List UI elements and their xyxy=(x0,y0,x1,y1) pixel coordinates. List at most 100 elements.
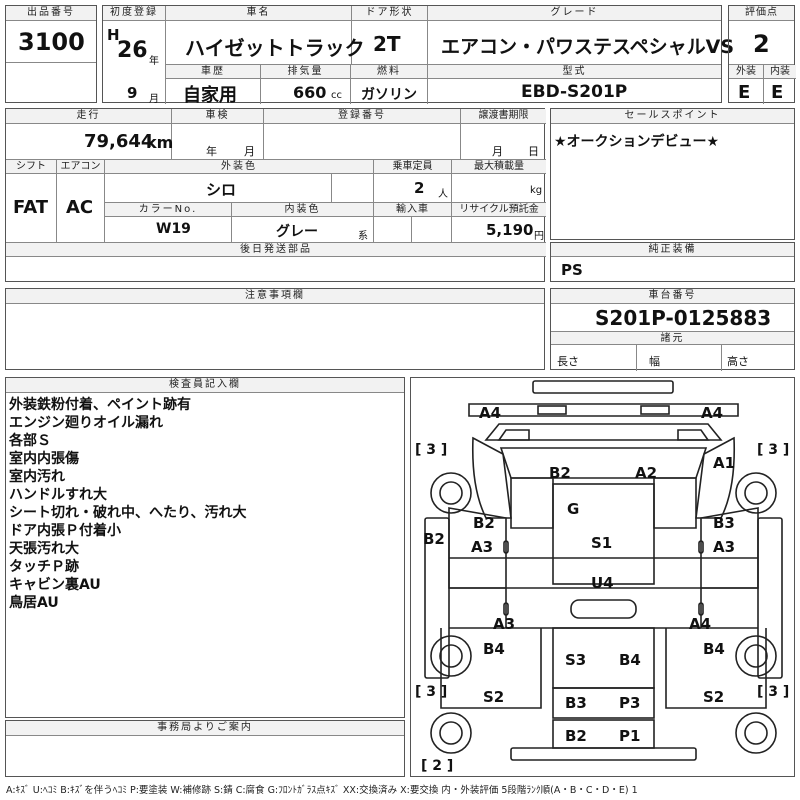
mark-g: G xyxy=(567,500,580,518)
mileage-label: 走行 xyxy=(6,109,171,124)
reg-no-label: 登録番号 xyxy=(263,109,460,124)
mark-b2-rear: B2 xyxy=(565,727,587,745)
sales-point-label: セールスポイント xyxy=(551,109,794,124)
mileage-unit: km xyxy=(146,133,174,152)
mark-s2-left: S2 xyxy=(483,688,505,706)
car-name: ハイゼットトラック xyxy=(185,36,365,60)
mark-b2-left-door: B2 xyxy=(473,514,495,532)
genuine-text: PS xyxy=(561,261,583,279)
model-label: 型式 xyxy=(428,65,721,79)
tire-rear-right: [ 3 ] xyxy=(757,684,790,700)
inspector-line: 天張汚れ大 xyxy=(9,541,79,557)
inspector-line: ハンドルすれ大 xyxy=(9,487,107,503)
score-box: 評価点 2 外装 内装 E E xyxy=(728,5,796,104)
office-box: 事務局よりご案内 xyxy=(5,720,405,777)
shift: FAT xyxy=(13,197,49,218)
displacement-unit: cc xyxy=(331,90,342,101)
recycle-amount: 5,190 xyxy=(486,221,534,239)
mark-p3: P3 xyxy=(619,694,641,712)
ac-label: エアコン xyxy=(56,160,104,174)
interior-grade: E xyxy=(771,82,784,103)
height-label: 高さ xyxy=(727,355,749,368)
notes-box: 注意事項欄 xyxy=(5,288,545,370)
color-no-label: カラーNo. xyxy=(105,203,231,217)
tire-rear-left: [ 3 ] xyxy=(415,684,448,700)
era: H xyxy=(107,26,120,44)
mark-a4-right: A4 xyxy=(701,404,724,422)
fuel-label: 燃料 xyxy=(350,65,427,79)
mark-b3-rear: B3 xyxy=(565,694,587,712)
first-reg-label: 初度登録 xyxy=(103,6,165,21)
recycle-unit: 円 xyxy=(534,231,544,242)
dims-label: 諸元 xyxy=(551,331,794,345)
inspector-line: キャビン裏AU xyxy=(9,577,101,593)
mark-s1: S1 xyxy=(591,534,613,552)
mark-b2-top: B2 xyxy=(549,464,571,482)
int-color-label: 内装色 xyxy=(231,203,373,217)
inspector-line: タッチＰ跡 xyxy=(9,559,79,575)
later-parts-label: 後日発送部品 xyxy=(6,243,546,257)
capacity-unit: 人 xyxy=(438,189,448,200)
inspector-line: 外装鉄粉付着、ペイント跡有 xyxy=(9,397,191,413)
mark-s2-right: S2 xyxy=(703,688,725,706)
displacement: 660 xyxy=(293,83,327,102)
chassis-number: S201P-0125883 xyxy=(595,306,772,330)
shift-label: シフト xyxy=(6,160,56,174)
inspector-line: 各部Ｓ xyxy=(9,433,51,449)
mark-p1: P1 xyxy=(619,727,641,745)
inspector-label: 検査員記入欄 xyxy=(6,378,404,393)
first-reg-month: 9 xyxy=(127,84,138,102)
mark-a1: A1 xyxy=(713,454,736,472)
max-load-label: 最大積載量 xyxy=(451,160,546,174)
ext-color-label: 外装色 xyxy=(104,160,373,174)
length-label: 長さ xyxy=(557,355,579,368)
mark-a3-left-door: A3 xyxy=(471,538,494,556)
exterior-grade: E xyxy=(738,82,751,103)
inspector-line: ドア内張Ｐ付着小 xyxy=(9,523,121,539)
car-name-label: 車名 xyxy=(165,6,351,21)
capacity: 2 xyxy=(414,179,425,197)
import-label: 輸入車 xyxy=(374,203,451,217)
genuine-label: 純正装備 xyxy=(551,243,794,257)
transfer-day-unit: 日 xyxy=(528,145,539,158)
transfer-label: 譲渡書期限 xyxy=(460,109,546,124)
history: 自家用 xyxy=(183,85,237,106)
exterior-label: 外装 xyxy=(729,65,763,79)
inspection-month-unit: 月 xyxy=(244,145,255,158)
office-label: 事務局よりご案内 xyxy=(6,721,404,736)
sales-point-text: ★オークションデビュー★ xyxy=(554,134,720,150)
vehicle-details-box: 走行 車検 登録番号 譲渡書期限 79,644 km 年 月 月 日 シフト エ… xyxy=(5,108,546,282)
first-reg-year: 26 xyxy=(117,38,148,63)
notes-label: 注意事項欄 xyxy=(6,289,544,304)
ext-color: シロ xyxy=(206,181,237,199)
genuine-equipment-box: 純正装備 PS xyxy=(550,242,795,282)
history-label: 車歴 xyxy=(166,65,260,79)
mark-a2-top: A2 xyxy=(635,464,658,482)
truck-outline xyxy=(424,380,783,761)
tire-spare: [ 2 ] xyxy=(421,758,454,774)
mark-b4-right: B4 xyxy=(703,640,725,658)
inspector-notes: 外装鉄粉付着、ペイント跡有 エンジン廻りオイル漏れ 各部Ｓ 室内内張傷 室内汚れ… xyxy=(9,396,246,612)
tire-front-left: [ 3 ] xyxy=(415,442,448,458)
inspector-line: シート切れ・破れ中、へたり、汚れ大 xyxy=(9,505,247,521)
mark-a4-lower-right: A4 xyxy=(689,615,712,633)
inspection-year-unit: 年 xyxy=(206,145,217,158)
inspection-label: 車検 xyxy=(171,109,263,124)
mark-b2-left-side: B2 xyxy=(423,530,445,548)
lot-label: 出品番号 xyxy=(6,6,96,21)
width-label: 幅 xyxy=(649,355,660,368)
max-load-unit: kg xyxy=(530,185,543,196)
tire-front-right: [ 3 ] xyxy=(757,442,790,458)
mark-u4: U4 xyxy=(591,574,614,592)
mark-b4-left: B4 xyxy=(483,640,505,658)
score: 2 xyxy=(753,30,770,58)
sales-point-box: セールスポイント ★オークションデビュー★ xyxy=(550,108,795,240)
lot-number: 3100 xyxy=(18,28,85,56)
transfer-month-unit: 月 xyxy=(492,145,503,158)
inspector-box: 検査員記入欄 外装鉄粉付着、ペイント跡有 エンジン廻りオイル漏れ 各部Ｓ 室内内… xyxy=(5,377,405,718)
score-label: 評価点 xyxy=(729,6,794,21)
month-unit: 月 xyxy=(149,94,159,105)
mark-a3-lower-left: A3 xyxy=(493,615,516,633)
interior-label: 内装 xyxy=(763,65,796,79)
displacement-label: 排気量 xyxy=(260,65,350,79)
